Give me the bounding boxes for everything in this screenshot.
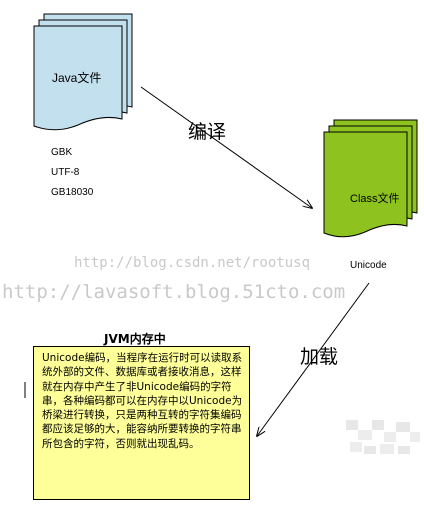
compile-label: 编译 — [188, 121, 227, 143]
encoding-gb18030: GB18030 — [51, 187, 94, 198]
class-file-stack — [323, 119, 418, 238]
jvm-description: Unicode编码，当程序在运行时可以读取系统外部的文件、数据库或者接收消息，这… — [42, 352, 243, 450]
load-arrow — [257, 282, 370, 436]
watermark-51cto: http://lavasoft.blog.51cto.com — [2, 281, 346, 303]
jvm-title: JVM内存中 — [104, 332, 166, 346]
class-file-label: Class文件 — [350, 193, 400, 205]
java-doc-front — [33, 25, 123, 131]
class-encoding-label: Unicode — [350, 260, 387, 271]
blur-artifact — [346, 420, 420, 454]
encoding-gbk: GBK — [51, 147, 73, 158]
compile-arrow — [140, 86, 312, 208]
java-file-label: Java文件 — [52, 71, 102, 85]
class-doc-front — [323, 131, 408, 238]
jvm-memory-box — [33, 346, 250, 500]
encoding-utf8: UTF-8 — [51, 167, 80, 178]
java-file-stack — [33, 13, 133, 131]
load-label: 加载 — [300, 346, 339, 368]
watermark-csdn: http://blog.csdn.net/rootusq — [74, 255, 311, 271]
